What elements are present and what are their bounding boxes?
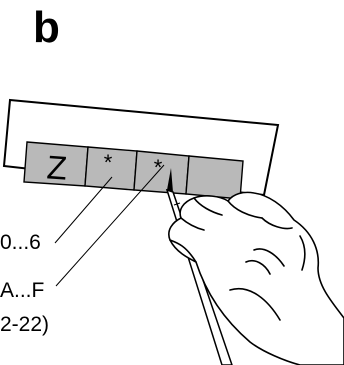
callout-number-range: 2-22) bbox=[0, 313, 50, 336]
cell-1-text: Z bbox=[46, 148, 69, 186]
cell-2-text: * bbox=[104, 150, 113, 175]
hand-holding-stylus-icon bbox=[168, 191, 344, 365]
panel-label: b bbox=[33, 3, 60, 52]
leader-line-2 bbox=[55, 164, 165, 287]
callout-digit-range: 0...6 bbox=[0, 231, 41, 254]
cell-3-text: * bbox=[154, 155, 163, 180]
cell-4 bbox=[185, 155, 244, 200]
callout-letter-range: A...F bbox=[0, 279, 45, 302]
cell-row: Z * * bbox=[23, 141, 244, 200]
leader-line-1 bbox=[54, 176, 113, 244]
